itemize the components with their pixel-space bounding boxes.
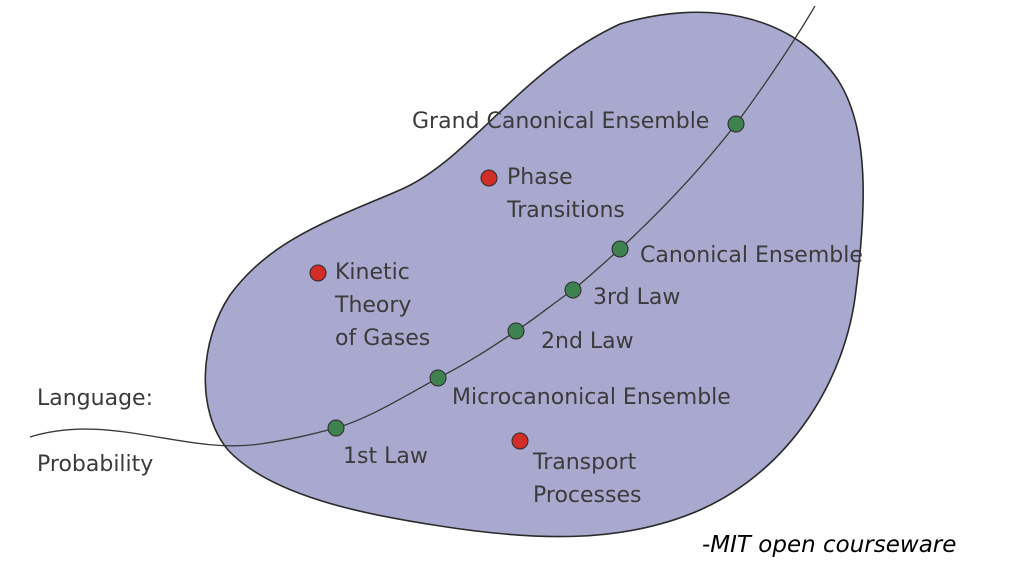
node-first-law: 1st Law bbox=[327, 419, 428, 469]
green-dot-icon bbox=[429, 369, 447, 387]
green-dot-icon bbox=[564, 281, 582, 299]
node-label: Kinetic Theory of Gases bbox=[334, 260, 430, 351]
red-dot-icon bbox=[480, 169, 498, 187]
green-dot-icon bbox=[727, 115, 745, 133]
red-dot-icon bbox=[511, 432, 529, 450]
node-label: 3rd Law bbox=[593, 285, 680, 310]
node-third-law: 3rd Law bbox=[564, 281, 680, 310]
language-label: Language: bbox=[37, 386, 153, 411]
node-microcanonical-ensemble: Microcanonical Ensemble bbox=[429, 369, 731, 410]
red-dot-icon bbox=[309, 264, 327, 282]
node-label: 2nd Law bbox=[541, 329, 634, 354]
node-label: Phase Transitions bbox=[506, 165, 625, 223]
node-label: 1st Law bbox=[343, 444, 428, 469]
source-credit: -MIT open courseware bbox=[702, 532, 956, 558]
green-dot-icon bbox=[507, 322, 525, 340]
node-kinetic-theory-of-gases: Kinetic Theory of Gases bbox=[309, 260, 430, 351]
node-canonical-ensemble: Canonical Ensemble bbox=[611, 240, 863, 268]
green-dot-icon bbox=[327, 419, 345, 437]
node-transport-processes: Transport Processes bbox=[511, 432, 643, 508]
topic-region-blob bbox=[204, 11, 864, 538]
node-phase-transitions: Phase Transitions bbox=[480, 165, 625, 223]
node-label: Microcanonical Ensemble bbox=[452, 385, 731, 410]
node-label: Transport Processes bbox=[532, 450, 643, 508]
node-label: Canonical Ensemble bbox=[640, 243, 863, 268]
node-second-law: 2nd Law bbox=[507, 322, 634, 354]
node-label: Grand Canonical Ensemble bbox=[412, 109, 709, 134]
green-dot-icon bbox=[611, 240, 629, 258]
probability-label: Probability bbox=[37, 452, 153, 477]
node-grand-canonical-ensemble: Grand Canonical Ensemble bbox=[412, 109, 745, 134]
